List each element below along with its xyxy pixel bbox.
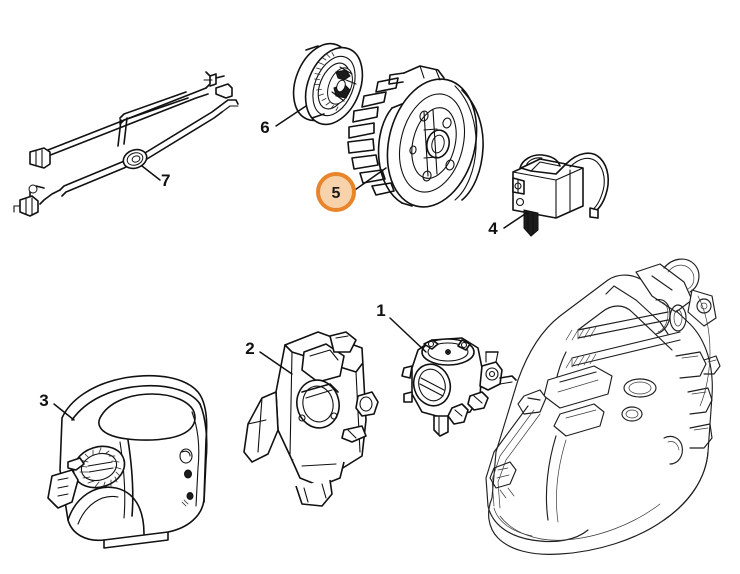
callout-2-number: 2: [245, 339, 254, 358]
part-4-ignition-module[interactable]: 4: [488, 152, 610, 238]
callout-5-number: 5: [332, 185, 341, 202]
part-6-clutch-drum[interactable]: 6: [260, 35, 373, 137]
callout-6-number: 6: [260, 118, 269, 137]
callout-7-number: 7: [161, 171, 170, 190]
part-5-flywheel[interactable]: 5: [316, 65, 489, 216]
callout-5-highlight-ring[interactable]: [316, 172, 356, 212]
callout-4-number: 4: [488, 219, 498, 238]
callout-1-number: 1: [376, 301, 385, 320]
part-2-air-filter-base[interactable]: 2: [243, 331, 379, 507]
part-7-wiring-harness[interactable]: 7: [13, 71, 239, 217]
callout-3-number: 3: [39, 391, 48, 410]
part-1-carburetor[interactable]: 1: [376, 301, 517, 437]
chainsaw-body-assembly: [485, 258, 721, 555]
part-3-shroud-cover[interactable]: 3: [39, 374, 208, 549]
